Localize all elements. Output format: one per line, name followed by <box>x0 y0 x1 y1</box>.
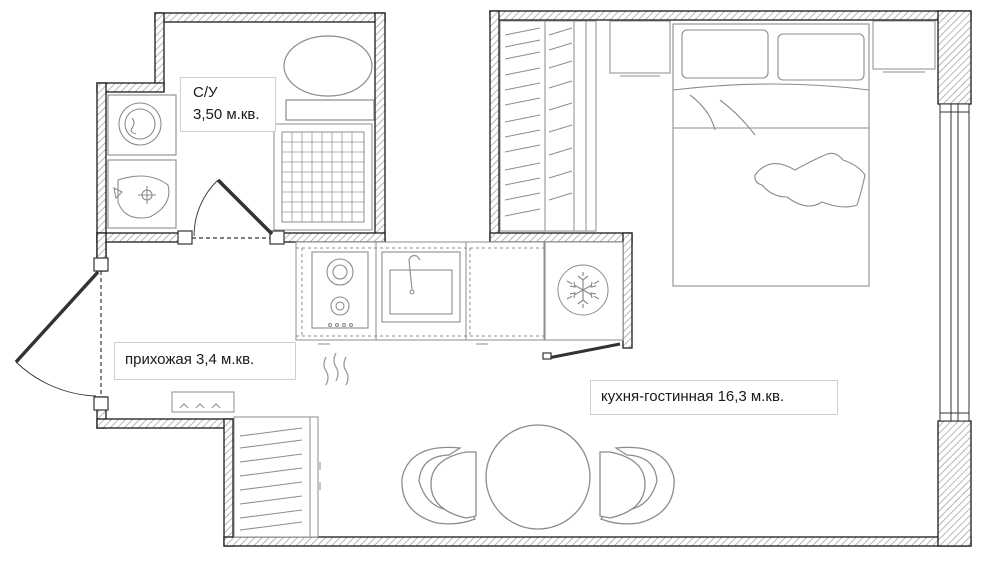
partition-stub <box>622 232 633 349</box>
hallway-label: прихожая 3,4 м.кв. <box>114 342 296 380</box>
kitchen-counter <box>295 241 545 345</box>
bathroom-area: 3,50 м.кв. <box>193 106 260 123</box>
dining-table <box>485 424 591 530</box>
double-bed <box>672 23 870 287</box>
bathroom-wall-bottom-left <box>96 232 191 243</box>
bathroom-wall-bottom-right <box>271 232 386 243</box>
cooktop <box>311 251 369 329</box>
bathroom-wall-left-upper <box>154 12 165 91</box>
wardrobe <box>499 20 597 232</box>
bathroom-wall-top <box>154 12 386 23</box>
wall-bottom <box>223 536 972 547</box>
kitchen-door <box>542 342 621 360</box>
bedroom-wall-left <box>489 10 500 243</box>
kitchen-living-label: кухня-гостинная 16,3 м.кв. <box>590 380 838 415</box>
shower-tray <box>273 123 373 231</box>
shoe-rack <box>171 391 235 413</box>
bathroom-wall-left-step <box>96 82 165 93</box>
entrance-door <box>14 257 109 411</box>
bathroom-wall-right <box>374 12 386 243</box>
bathroom-door <box>177 178 285 245</box>
nightstand-right <box>872 20 936 73</box>
walls <box>96 10 972 547</box>
chair-left <box>401 446 477 525</box>
refrigerator <box>544 241 624 341</box>
bathroom-name: С/У <box>193 84 218 101</box>
toilet <box>283 35 375 121</box>
chair-right <box>599 446 675 525</box>
wall-right-lower <box>937 420 972 547</box>
bookshelf <box>233 416 321 538</box>
wall-right-upper <box>937 10 972 105</box>
bathroom-sink <box>107 159 177 229</box>
window <box>939 103 970 422</box>
bedroom-wall-top <box>489 10 972 21</box>
kitchen-sink <box>381 251 461 323</box>
washing-machine <box>107 94 177 156</box>
hallway-wall-bottom <box>96 418 234 429</box>
nightstand-left <box>609 20 671 77</box>
bathroom-label: С/У 3,50 м.кв. <box>180 77 276 132</box>
wall-left-lower <box>223 418 234 547</box>
steam-icon <box>323 352 349 386</box>
partition-bottom <box>489 232 633 243</box>
